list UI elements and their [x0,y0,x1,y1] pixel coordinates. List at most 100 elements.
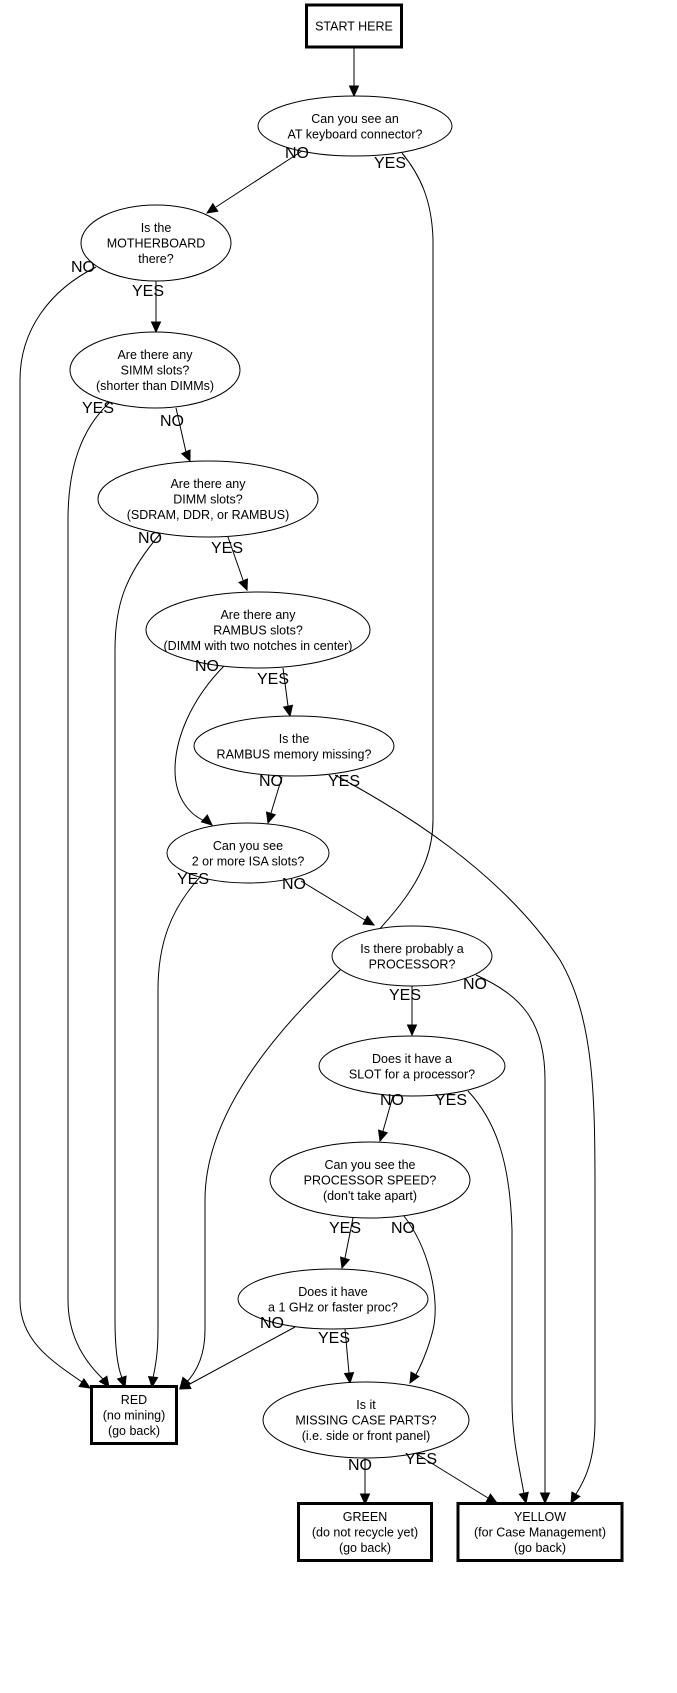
arrowhead-icon [180,449,191,463]
arrowhead-icon [570,1491,581,1505]
edge-label-yes: YES [329,1220,361,1237]
arrowhead-icon [359,1493,371,1506]
node-text-line: RAMBUS memory missing? [217,747,372,761]
edge-label-no: NO [348,1457,372,1474]
arrowhead-icon [343,1372,355,1385]
node-text-line: (go back) [514,1541,566,1555]
edge-q_simm-to-red [67,401,111,1388]
node-text-line: SIMM slots? [121,364,190,378]
node-text-line: Are there any [117,348,193,362]
edge-label-yes: YES [328,773,360,790]
edge-q_rambus_missing-to-yellow [334,774,596,1505]
start-box: START HERE [305,3,403,49]
edge-q_processor-to-q_slot [406,986,418,1037]
edge-line [475,974,546,1493]
edge-q_slot-to-yellow [467,1090,529,1505]
arrowhead-icon [539,1492,551,1505]
node-text-line: 2 or more ISA slots? [192,854,305,868]
node-ellipse [318,1035,506,1097]
edge-q_rambus_missing-to-q_isa [265,776,283,825]
edge-line [174,664,226,822]
arrowhead-icon [348,85,360,98]
node-text-line: (i.e. side or front panel) [302,1429,431,1443]
node-text-line: (do not recycle yet) [312,1526,418,1540]
arrowhead-icon [265,811,277,825]
arrowhead-icon [200,814,213,826]
node-text-line: (go back) [339,1541,391,1555]
edge-label-yes: YES [374,155,406,172]
node-ellipse [269,1141,471,1219]
edge-line [152,876,201,1379]
edge-label-yes: YES [82,400,114,417]
arrowhead-icon [98,1375,110,1388]
node-ellipse [69,331,241,409]
node-text-line: (SDRAM, DDR, or RAMBUS) [127,508,290,522]
node-text-line: MISSING CASE PARTS? [295,1414,436,1428]
arrowhead-icon [339,1256,351,1270]
node-ellipse [97,460,319,538]
node-text-line: SLOT for a processor? [349,1067,475,1081]
edge-label-yes: YES [405,1451,437,1468]
edge-label-no: NO [259,773,283,790]
node-text-line: (for Case Management) [474,1526,606,1540]
edge-line [215,148,306,208]
arrowhead-icon [116,1375,127,1389]
edge-line [67,401,111,1381]
edge-line [227,536,244,581]
node-text-line: there? [138,252,173,266]
edge-line [403,1215,436,1379]
arrowhead-icon [78,1377,92,1389]
edge-label-no: NO [138,530,162,547]
edge-q_speed-to-q_1ghz [339,1217,354,1270]
edge-line [187,1326,296,1386]
edge-label-yes: YES [389,987,421,1004]
edge-q_speed-to-q_case [403,1215,436,1385]
edge-line [382,1095,394,1132]
arrowhead-icon [238,578,248,592]
edge-label-no: NO [285,145,309,162]
node-text-line: Does it have a [372,1052,452,1066]
edge-line [175,407,187,453]
node-ellipse [166,822,330,884]
arrowhead-icon [150,321,162,334]
edge-q_rambus_slots-to-q_rambus_missing [282,667,294,718]
node-text-line: Is it [356,1398,376,1412]
arrowhead-icon [485,1493,499,1504]
node-text-line: (no mining) [103,1409,166,1423]
arrowhead-icon [409,1371,420,1385]
edge-label-no: NO [160,413,184,430]
edge-q_keyboard-to-q_motherboard [205,148,306,214]
node-ellipse [262,1381,470,1459]
node-text-line: Are there any [170,477,246,491]
edge-line [344,1328,350,1374]
edge-line [184,152,434,1385]
node-text-line: (go back) [108,1424,160,1438]
edge-start-to-q_keyboard [348,47,360,98]
arrowhead-icon [178,1379,192,1390]
edge-label-no: NO [391,1220,415,1237]
node-text-line: Does it have [298,1285,368,1299]
edge-label-yes: YES [177,871,209,888]
edge-q_dimm-to-red [114,533,161,1389]
node-text-line: (DIMM with two notches in center) [164,639,353,653]
edge-label-yes: YES [211,540,243,557]
node-text-line: a 1 GHz or faster proc? [268,1300,398,1314]
node-text-line: RED [121,1393,147,1407]
edge-line [282,667,289,707]
edge-q_isa-to-q_processor [300,880,376,926]
node-text-line: PROCESSOR? [369,957,456,971]
node-text-line: Is there probably a [360,942,464,956]
arrowhead-icon [282,704,294,718]
node-ellipse [331,925,493,987]
node-box [297,1502,433,1562]
node-text-line: RAMBUS slots? [213,624,303,638]
edges-layer [19,47,596,1506]
node-text-line: YELLOW [514,1510,566,1524]
node-text-line: Can you see [213,839,283,853]
